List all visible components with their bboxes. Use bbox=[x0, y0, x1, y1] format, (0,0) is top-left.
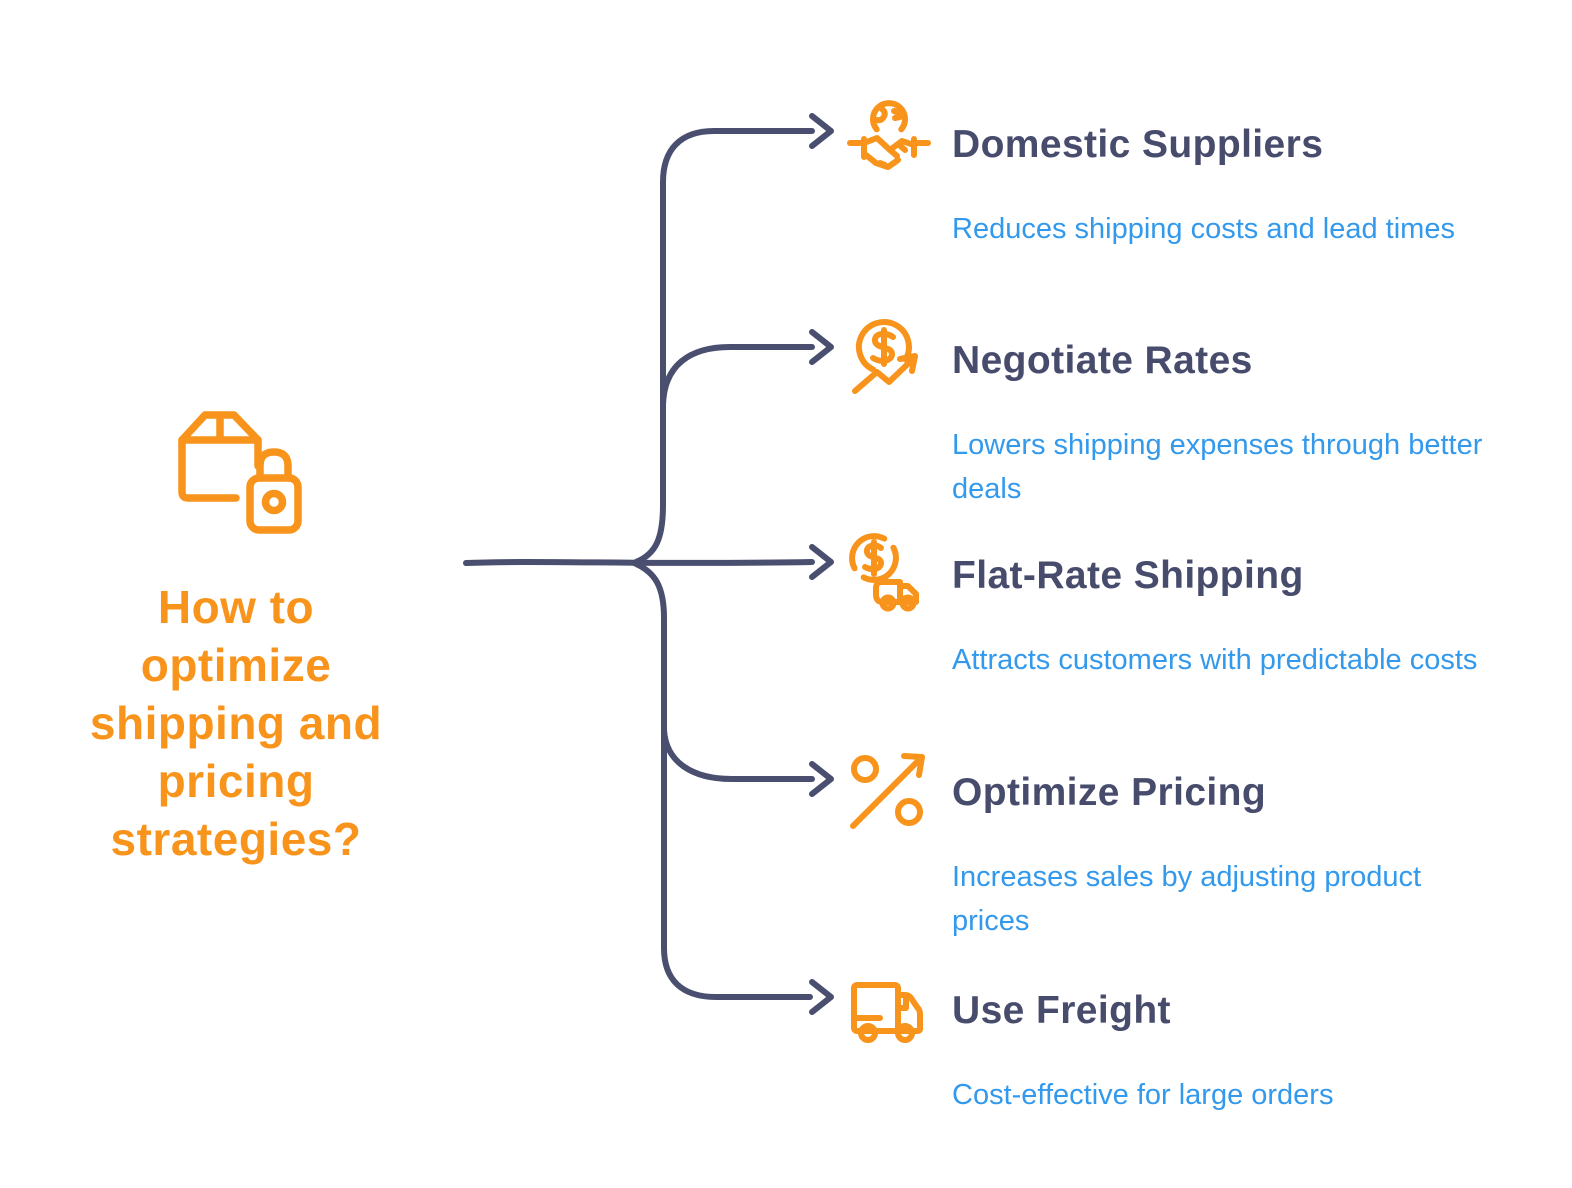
branch-title: Domestic Suppliers bbox=[952, 123, 1324, 166]
arrowhead-flat-rate bbox=[809, 544, 834, 580]
branch-negotiate-rates: Negotiate Rates Lowers shipping expenses… bbox=[843, 314, 1552, 511]
branch-description: Reduces shipping costs and lead times bbox=[952, 213, 1455, 245]
branch-domestic-suppliers: Domestic Suppliers Reduces shipping cost… bbox=[843, 98, 1552, 251]
connector-branch-flat-rate bbox=[463, 559, 815, 566]
central-question-line: shipping and bbox=[89, 697, 383, 749]
percent-arrow-icon bbox=[850, 753, 925, 829]
package-lock-icon bbox=[178, 411, 302, 534]
branch-title: Use Freight bbox=[952, 989, 1171, 1032]
coin-truck-icon bbox=[849, 533, 919, 612]
branch-description: Attracts customers with predictable cost… bbox=[952, 644, 1478, 676]
connector-branch-domestic bbox=[633, 128, 815, 565]
central-question-line: optimize bbox=[140, 639, 332, 691]
dollar-growth-icon bbox=[852, 319, 918, 394]
connector-branch-pricing bbox=[661, 727, 815, 782]
branch-title: Flat-Rate Shipping bbox=[952, 554, 1304, 597]
connector-branch-negotiate bbox=[660, 344, 815, 408]
central-question: How to optimize shipping and pricing str… bbox=[26, 578, 446, 868]
central-question-line: pricing bbox=[157, 755, 315, 807]
branch-flat-rate-shipping: Flat-Rate Shipping Attracts customers wi… bbox=[843, 529, 1552, 682]
arrowhead-freight bbox=[809, 979, 834, 1015]
arrowhead-domestic bbox=[809, 113, 834, 149]
branch-description: Increases sales by adjusting product pri… bbox=[952, 861, 1422, 937]
branch-use-freight: Use Freight Cost-effective for large ord… bbox=[843, 964, 1552, 1117]
branch-description: Lowers shipping expenses through better … bbox=[952, 429, 1483, 505]
central-question-line: How to bbox=[157, 581, 315, 633]
branch-title: Optimize Pricing bbox=[952, 771, 1267, 814]
branch-title: Negotiate Rates bbox=[952, 339, 1253, 382]
branch-optimize-pricing: Optimize Pricing Increases sales by adju… bbox=[843, 746, 1552, 943]
connector-branch-freight bbox=[631, 560, 813, 1000]
handshake-globe-icon bbox=[847, 100, 931, 170]
arrowhead-pricing bbox=[809, 761, 834, 797]
branch-description: Cost-effective for large orders bbox=[952, 1079, 1334, 1111]
freight-truck-icon bbox=[851, 982, 923, 1043]
central-question-line: strategies? bbox=[110, 813, 362, 865]
arrowhead-negotiate bbox=[809, 329, 834, 365]
